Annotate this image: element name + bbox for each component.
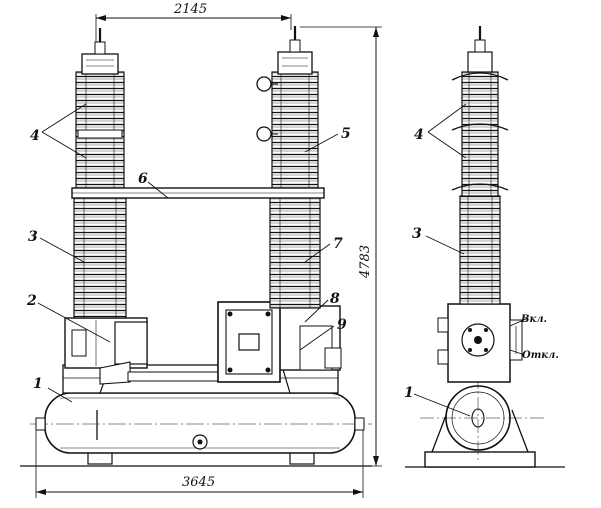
callout-4: 4 bbox=[30, 128, 40, 144]
drive-box bbox=[217, 301, 281, 383]
side-upper-insulator bbox=[451, 26, 509, 197]
side-leaders bbox=[413, 103, 529, 417]
position-off-label: Откл. bbox=[522, 350, 559, 361]
front-leaders bbox=[37, 103, 339, 403]
dimension-base-label: 3645 bbox=[182, 475, 215, 490]
right-upper-insulator bbox=[256, 26, 319, 191]
callout-3: 3 bbox=[28, 229, 38, 245]
callout-5: 5 bbox=[341, 126, 351, 142]
callout-7: 7 bbox=[333, 236, 343, 252]
left-upper-insulator bbox=[75, 28, 125, 191]
front-view: 4 5 6 3 7 2 8 9 1 bbox=[20, 26, 372, 467]
dimension-top: 2145 bbox=[95, 2, 292, 45]
callout-8: 8 bbox=[330, 291, 340, 307]
position-on-label: Вкл. bbox=[520, 314, 547, 325]
dimension-top-label: 2145 bbox=[173, 2, 207, 17]
right-mechanism bbox=[269, 305, 342, 371]
side-view: 4 3 1 Вкл. Откл. bbox=[404, 26, 565, 468]
left-mechanism bbox=[64, 317, 148, 385]
left-lower-insulator bbox=[73, 197, 127, 319]
dimension-height-label: 4783 bbox=[358, 245, 373, 279]
callout-9: 9 bbox=[337, 317, 347, 333]
right-lower-insulator bbox=[269, 195, 321, 309]
callout-6: 6 bbox=[138, 171, 148, 187]
callout-2: 2 bbox=[26, 293, 37, 309]
side-lower-insulator bbox=[459, 195, 501, 305]
tank bbox=[30, 392, 372, 454]
side-callout-1: 1 bbox=[404, 385, 414, 401]
side-callout-4: 4 bbox=[414, 127, 424, 143]
side-mechanism bbox=[437, 303, 523, 383]
bus-bar bbox=[71, 187, 325, 199]
callout-1: 1 bbox=[33, 376, 43, 392]
side-callout-3: 3 bbox=[412, 226, 422, 242]
side-tank bbox=[420, 375, 545, 460]
dimension-base: 3645 bbox=[35, 420, 364, 498]
